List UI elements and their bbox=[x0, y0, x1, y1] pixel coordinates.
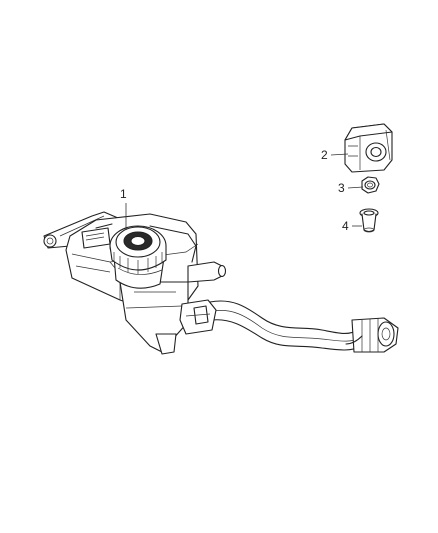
part-3-nut[interactable] bbox=[361, 176, 380, 194]
hose-fitting bbox=[345, 317, 399, 353]
callout-label-2: 2 bbox=[321, 148, 328, 162]
callout-label-1: 1 bbox=[120, 187, 127, 201]
hose bbox=[189, 300, 363, 351]
part-4-grommet[interactable] bbox=[359, 208, 379, 233]
callout-4: 4 bbox=[342, 219, 362, 233]
callout-3: 3 bbox=[338, 181, 364, 195]
callout-1: 1 bbox=[120, 187, 127, 230]
part-1-reservoir[interactable] bbox=[43, 211, 399, 355]
callout-label-3: 3 bbox=[338, 181, 345, 195]
callout-2: 2 bbox=[321, 148, 349, 162]
callout-label-4: 4 bbox=[342, 219, 349, 233]
part-2-isolator[interactable] bbox=[344, 123, 393, 173]
